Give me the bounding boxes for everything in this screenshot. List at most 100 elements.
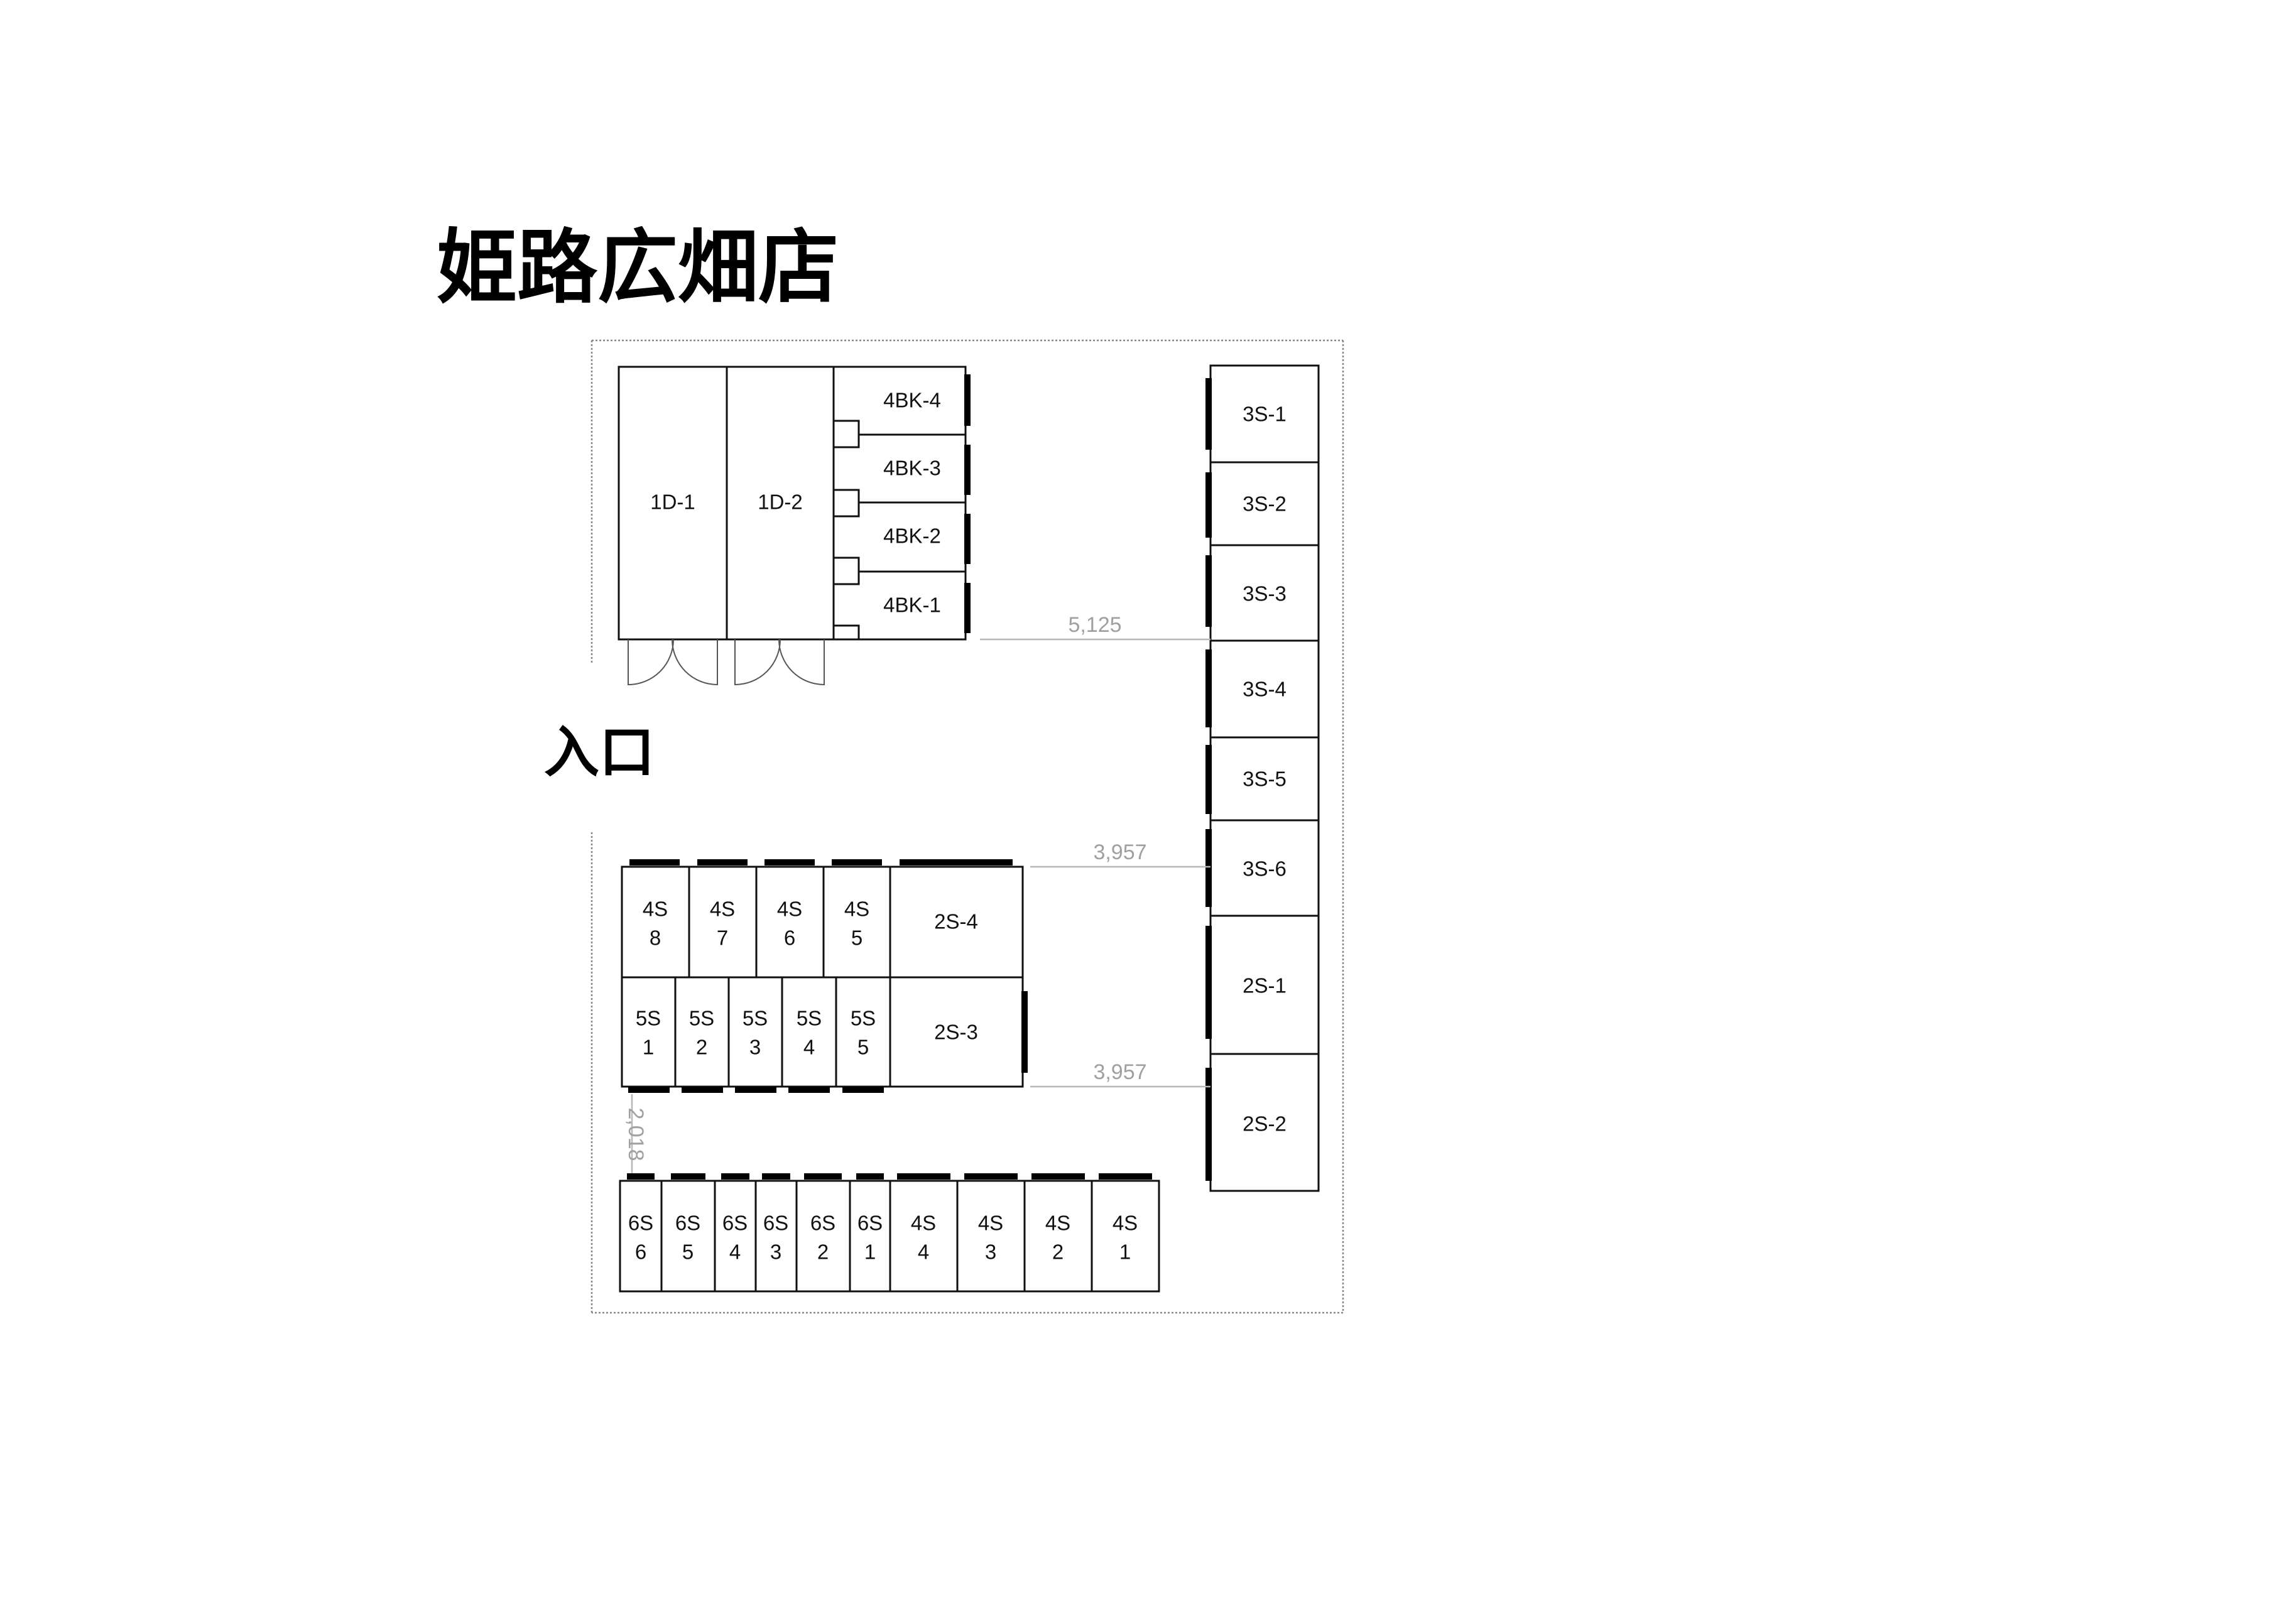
unit-label: 3S-6	[1243, 857, 1287, 881]
dimension-label: 2,018	[624, 1107, 648, 1161]
unit-4s-7[interactable]: 4S 7	[688, 866, 758, 979]
unit-label: 1D-1	[650, 491, 695, 514]
site-boundary	[590, 339, 1344, 1314]
unit-5s-1[interactable]: 5S 1	[621, 976, 677, 1088]
unit-label: 3S-4	[1243, 678, 1287, 701]
bottom-door-bars	[627, 1173, 1152, 1180]
door-swing-1d-2	[734, 639, 825, 686]
unit-label-top: 5S	[797, 1007, 822, 1030]
unit-label: 2S-3	[934, 1021, 978, 1044]
unit-label-num: 3	[749, 1036, 761, 1059]
bk-door-bars	[964, 374, 971, 633]
unit-5s-4[interactable]: 5S 4	[781, 976, 837, 1088]
unit-4s-4[interactable]: 4S 4	[889, 1180, 959, 1293]
unit-label-top: 4S	[1045, 1212, 1070, 1235]
unit-6s-3[interactable]: 6S 3	[754, 1180, 798, 1293]
unit-label-top: 4S	[911, 1212, 936, 1235]
unit-4s-8[interactable]: 4S 8	[621, 866, 690, 979]
unit-1d-2[interactable]: 1D-2	[726, 366, 835, 641]
unit-label-top: 6S	[857, 1212, 883, 1235]
unit-4s-2[interactable]: 4S 2	[1023, 1180, 1093, 1293]
unit-label-num: 5	[851, 926, 862, 950]
dimension-label: 3,957	[1093, 840, 1146, 864]
bk-notches	[832, 420, 860, 641]
unit-label-top: 6S	[722, 1212, 748, 1235]
unit-label-num: 6	[784, 926, 795, 950]
unit-label-top: 6S	[628, 1212, 653, 1235]
unit-label-num: 5	[857, 1036, 869, 1059]
dimension-lower: 3,957	[1030, 1060, 1211, 1088]
unit-5s-3[interactable]: 5S 3	[727, 976, 783, 1088]
unit-5s-5[interactable]: 5S 5	[835, 976, 891, 1088]
unit-1d-1[interactable]: 1D-1	[618, 366, 728, 641]
door-swing-1d-1	[628, 639, 718, 686]
unit-6s-4[interactable]: 6S 4	[714, 1180, 757, 1293]
unit-label-top: 6S	[675, 1212, 700, 1235]
unit-label: 4BK-3	[883, 457, 941, 480]
unit-label-num: 7	[717, 926, 728, 950]
unit-2s-2[interactable]: 2S-2	[1209, 1053, 1320, 1192]
unit-label-top: 4S	[643, 898, 668, 921]
unit-label: 4BK-4	[883, 389, 941, 412]
unit-2s-4[interactable]: 2S-4	[889, 866, 1024, 979]
unit-label-top: 6S	[763, 1212, 788, 1235]
unit-label-num: 3	[770, 1240, 781, 1264]
unit-label-top: 4S	[978, 1212, 1003, 1235]
unit-6s-2[interactable]: 6S 2	[795, 1180, 851, 1293]
unit-label: 3S-1	[1243, 403, 1287, 426]
unit-label-num: 4	[803, 1036, 815, 1059]
unit-label-num: 1	[864, 1240, 876, 1264]
unit-label-top: 5S	[851, 1007, 876, 1030]
unit-3s-6[interactable]: 3S-6	[1209, 819, 1320, 917]
entrance-label: 入口	[544, 720, 655, 784]
unit-label: 1D-2	[758, 491, 803, 514]
unit-label-num: 2	[696, 1036, 707, 1059]
unit-3s-2[interactable]: 3S-2	[1209, 461, 1320, 546]
unit-label: 2S-1	[1243, 974, 1287, 997]
unit-label-num: 1	[643, 1036, 654, 1059]
unit-4s-5[interactable]: 4S 5	[822, 866, 891, 979]
unit-label: 3S-2	[1243, 492, 1287, 516]
unit-label-top: 4S	[777, 898, 802, 921]
unit-label: 2S-2	[1243, 1112, 1287, 1136]
unit-label-num: 4	[729, 1240, 741, 1264]
unit-label-top: 5S	[636, 1007, 661, 1030]
unit-3s-5[interactable]: 3S-5	[1209, 736, 1320, 822]
unit-label-num: 6	[635, 1240, 646, 1264]
unit-2s-3[interactable]: 2S-3	[889, 976, 1024, 1088]
unit-2s-1[interactable]: 2S-1	[1209, 915, 1320, 1055]
unit-label-top: 4S	[1113, 1212, 1138, 1235]
dimension-label: 3,957	[1093, 1060, 1146, 1084]
unit-label-num: 2	[817, 1240, 829, 1264]
dimension-top: 5,125	[980, 613, 1211, 641]
dimension-side: 2,018	[624, 1094, 648, 1173]
unit-label: 4BK-1	[883, 594, 941, 617]
unit-3s-3[interactable]: 3S-3	[1209, 544, 1320, 642]
unit-label-top: 5S	[689, 1007, 714, 1030]
unit-label: 4BK-2	[883, 524, 941, 548]
unit-5s-2[interactable]: 5S 2	[674, 976, 730, 1088]
unit-4s-6[interactable]: 4S 6	[755, 866, 825, 979]
unit-4s-1[interactable]: 4S 1	[1091, 1180, 1160, 1293]
dimension-label: 5,125	[1068, 613, 1121, 637]
store-title: 姫路広畑店	[437, 221, 839, 315]
unit-label-num: 4	[918, 1240, 929, 1264]
unit-6s-5[interactable]: 6S 5	[660, 1180, 716, 1293]
unit-label-num: 1	[1119, 1240, 1131, 1264]
unit-6s-1[interactable]: 6S 1	[849, 1180, 891, 1293]
right-door-bars	[1205, 378, 1212, 1181]
unit-label-top: 5S	[743, 1007, 768, 1030]
unit-4s-3[interactable]: 4S 3	[956, 1180, 1026, 1293]
unit-label: 2S-4	[934, 910, 978, 933]
unit-label: 3S-3	[1243, 582, 1287, 605]
unit-6s-6[interactable]: 6S 6	[619, 1180, 663, 1293]
unit-3s-1[interactable]: 3S-1	[1209, 364, 1320, 464]
unit-label-top: 6S	[810, 1212, 835, 1235]
unit-label: 3S-5	[1243, 768, 1287, 791]
unit-label-num: 8	[650, 926, 661, 950]
unit-label-num: 3	[985, 1240, 996, 1264]
unit-3s-4[interactable]: 3S-4	[1209, 639, 1320, 739]
unit-label-top: 4S	[844, 898, 869, 921]
unit-label-top: 4S	[710, 898, 735, 921]
